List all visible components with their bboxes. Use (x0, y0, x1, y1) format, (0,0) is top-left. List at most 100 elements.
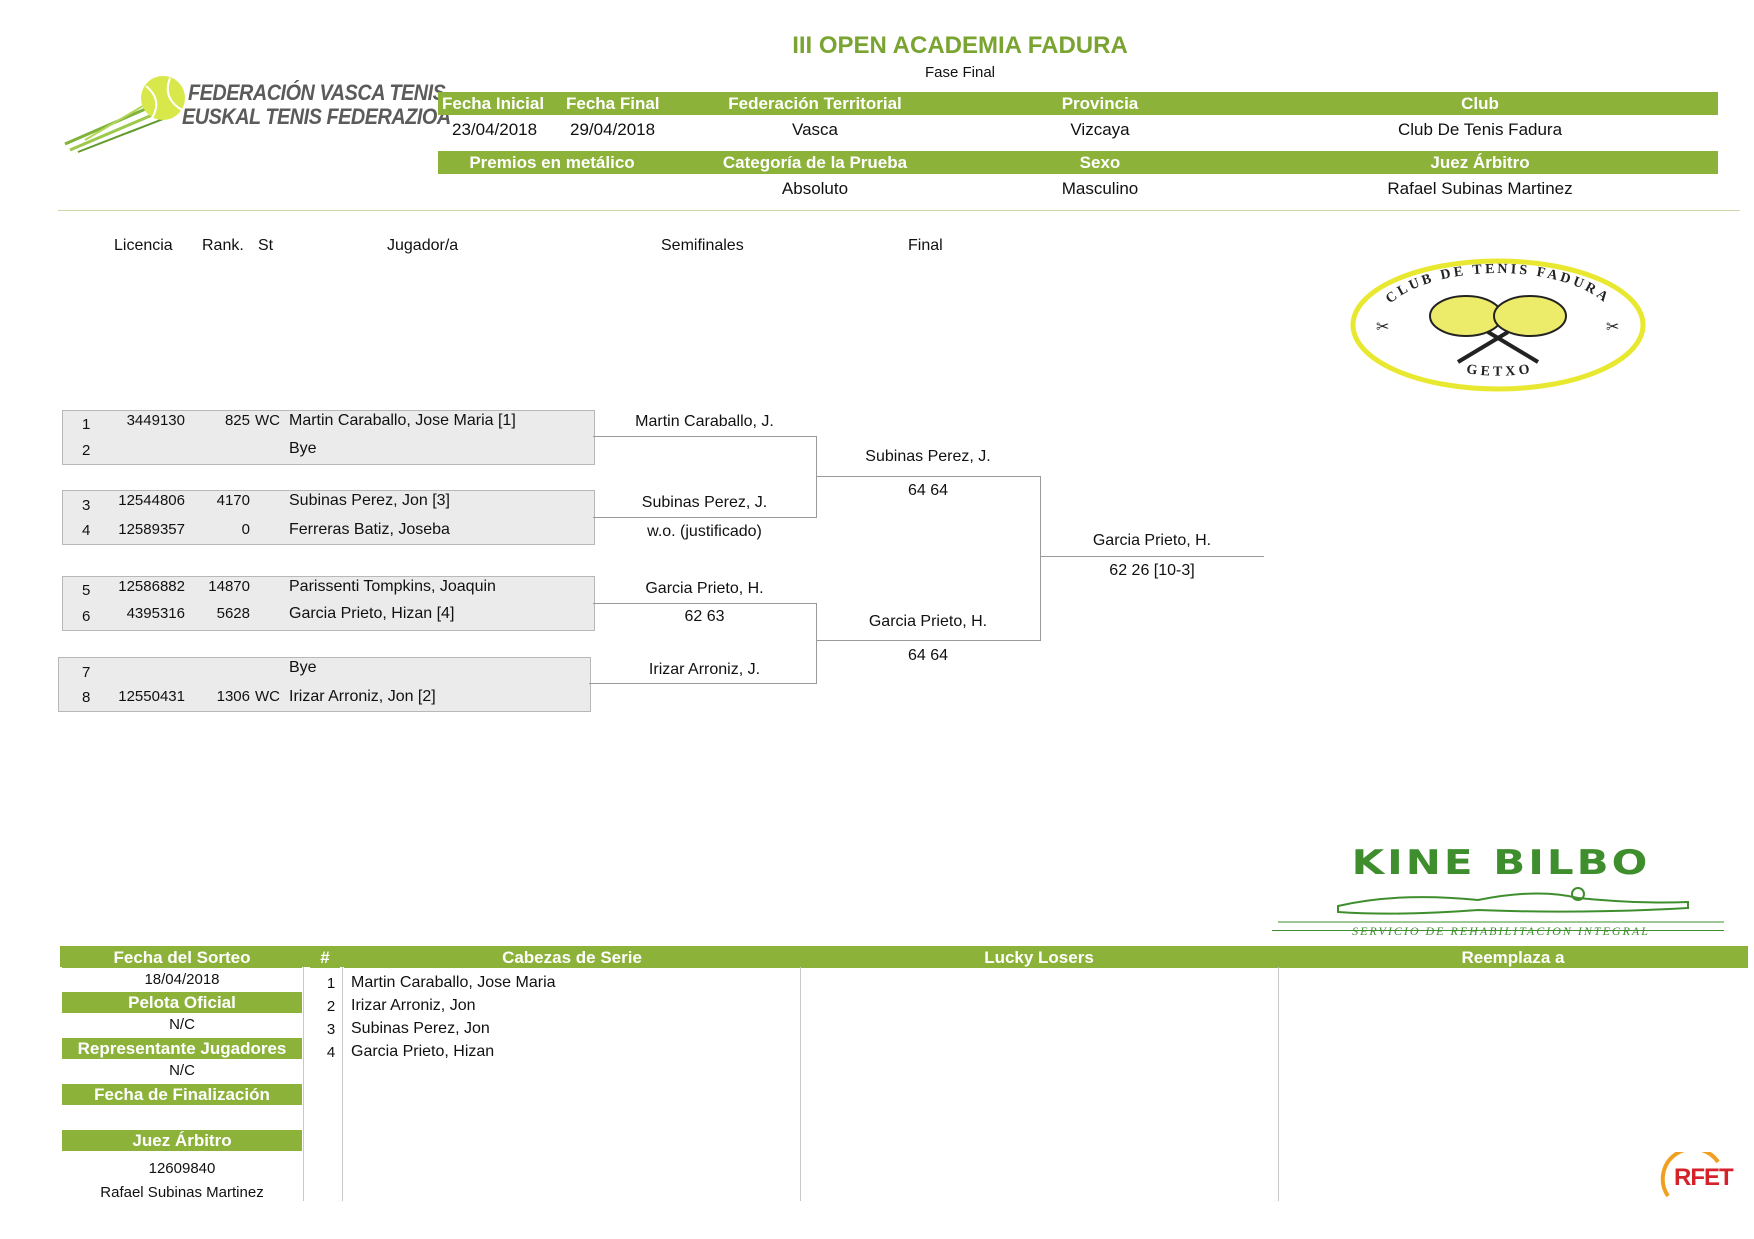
header-club-label: Club (1380, 94, 1580, 114)
r1-winner: Martin Caraballo, J. (635, 413, 774, 430)
seed-name: Irizar Arroniz, Jon (351, 997, 476, 1014)
semi-winner: Subinas Perez, J. (865, 448, 991, 465)
tennis-ball-swoosh-icon (64, 76, 185, 153)
draw-rank: 5628 (216, 605, 250, 622)
bracket-line (816, 476, 1040, 477)
rfet-arc-icon (1660, 1152, 1720, 1198)
footer-pelota-label: Pelota Oficial (62, 992, 302, 1013)
sponsor-tagline: SERVICIO DE REHABILITACION INTEGRAL (1352, 924, 1650, 938)
draw-pos: 3 (82, 497, 91, 514)
club-fadura-logo: CLUB DE TENIS FADURA G E T X O ✂ ✂ (1348, 258, 1648, 392)
header-premios-label: Premios en metálico (442, 153, 662, 173)
draw-pos: 8 (82, 689, 91, 706)
final-score: 62 26 [10-3] (1109, 562, 1195, 579)
draw-st: WC (255, 688, 280, 705)
r1-winner: Subinas Perez, J. (641, 494, 768, 511)
semi-score: 64 64 (907, 482, 949, 499)
footer-hash-label: # (310, 948, 340, 968)
footer-fecha-sorteo-label: Fecha del Sorteo (62, 948, 302, 968)
footer-divider (1278, 967, 1279, 1201)
draw-rank: 0 (241, 521, 250, 538)
federation-logo: FEDERACIÓN VASCA TENIS EUSKAL TENIS FEDE… (60, 74, 451, 154)
bracket-line (1040, 556, 1264, 557)
sponsor-kine-bilbo-logo: KINE BILBO SERVICIO DE REHABILITACION IN… (1278, 838, 1724, 938)
draw-player-name: Bye (289, 659, 317, 676)
header-fecha-final-label: Fecha Final (566, 94, 660, 114)
footer-finalizacion-label: Fecha de Finalización (62, 1084, 302, 1105)
tournament-title: III OPEN ACADEMIA FADURA (792, 32, 1128, 59)
svg-text:✂: ✂ (1606, 317, 1619, 336)
sponsor-underline (1272, 930, 1724, 931)
footer-divider (800, 967, 801, 1201)
footer-fecha-sorteo: 18/04/2018 (144, 971, 220, 988)
col-semifinales: Semifinales (661, 237, 744, 254)
draw-box-5-6 (62, 576, 595, 631)
draw-rank: 1306 (216, 688, 250, 705)
col-licencia: Licencia (114, 237, 173, 254)
semi-winner: Garcia Prieto, H. (868, 613, 988, 630)
draw-box-7-8 (58, 657, 591, 712)
seed-name: Garcia Prieto, Hizan (351, 1043, 495, 1060)
header-sexo-label: Sexo (1000, 153, 1200, 173)
draw-box-1-2 (62, 410, 595, 465)
rfet-label: RFET (1674, 1164, 1734, 1191)
header-fecha-final: 29/04/2018 (570, 120, 656, 139)
col-rank: Rank. (202, 237, 244, 254)
draw-player-name: Martin Caraballo, Jose Maria [1] (289, 412, 516, 429)
footer-representante-label: Representante Jugadores (62, 1038, 302, 1059)
rfet-logo: RFET (1654, 1152, 1740, 1204)
footer-pelota: N/C (169, 1016, 195, 1033)
r1-score: w.o. (justificado) (647, 523, 762, 540)
seed-name: Subinas Perez, Jon (351, 1020, 490, 1037)
draw-box-3-4 (62, 490, 595, 545)
col-final: Final (908, 237, 943, 254)
bracket-line (589, 683, 816, 684)
seed-number: 2 (326, 998, 336, 1015)
footer-reemplaza-label: Reemplaza a (1278, 948, 1748, 968)
header-provincia: Vizcaya (1070, 120, 1130, 139)
draw-licencia: 12586882 (118, 578, 185, 595)
draw-player-name: Subinas Perez, Jon [3] (289, 492, 450, 509)
bracket-line (1040, 476, 1041, 641)
draw-player-name: Garcia Prieto, Hizan [4] (289, 605, 455, 622)
header-fecha-inicial: 23/04/2018 (452, 120, 538, 139)
header-club: Club De Tenis Fadura (1397, 120, 1563, 139)
draw-player-name: Irizar Arroniz, Jon [2] (289, 688, 436, 705)
draw-rank: 825 (224, 412, 250, 429)
header-divider (58, 210, 1740, 211)
draw-st: WC (255, 412, 280, 429)
bracket-line (593, 603, 816, 604)
draw-player-name: Ferreras Batiz, Joseba (289, 521, 450, 538)
draw-pos: 2 (82, 442, 91, 459)
footer-representante: N/C (169, 1062, 195, 1079)
header-categoria: Absoluto (781, 179, 849, 198)
federation-name-line1: FEDERACIÓN VASCA TENIS (188, 80, 446, 105)
reclining-figure-icon (1278, 887, 1724, 923)
header-provincia-label: Provincia (1000, 94, 1200, 114)
r1-winner: Garcia Prieto, H. (645, 580, 764, 597)
club-crossed-rackets-icon: CLUB DE TENIS FADURA G E T X O ✂ ✂ (1350, 258, 1646, 392)
r1-winner: Irizar Arroniz, J. (648, 661, 761, 678)
draw-pos: 6 (82, 608, 91, 625)
footer-juez-label: Juez Árbitro (62, 1130, 302, 1151)
seed-number: 4 (326, 1044, 336, 1061)
bracket-line (816, 640, 1040, 641)
footer-seeds-label: Cabezas de Serie (344, 948, 800, 968)
seed-number: 1 (326, 975, 336, 992)
header-sexo: Masculino (1061, 179, 1139, 198)
header-juez: Rafael Subinas Martinez (1387, 179, 1573, 198)
draw-pos: 7 (82, 664, 91, 681)
header-federacion: Vasca (792, 120, 838, 139)
draw-rank: 4170 (216, 492, 250, 509)
bracket-line (593, 517, 816, 518)
draw-licencia: 3449130 (126, 412, 185, 429)
draw-pos: 1 (82, 416, 91, 433)
svg-text:G E T X O: G E T X O (1465, 362, 1530, 379)
col-jugador: Jugador/a (387, 237, 459, 254)
tournament-phase: Fase Final (924, 64, 996, 81)
header-fecha-inicial-label: Fecha Inicial (442, 94, 545, 114)
seed-number: 3 (326, 1021, 336, 1038)
footer-divider (303, 967, 304, 1201)
bracket-line (816, 436, 817, 518)
draw-player-name: Bye (289, 440, 317, 457)
